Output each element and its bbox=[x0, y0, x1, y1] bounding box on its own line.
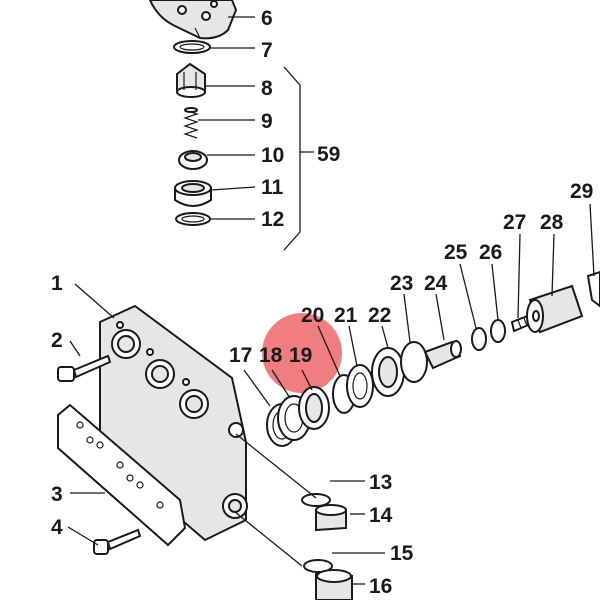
label-16: 16 bbox=[369, 575, 392, 598]
label-8: 8 bbox=[261, 77, 273, 100]
piston-sleeve-part-28 bbox=[526, 284, 584, 334]
o-ring-part-15 bbox=[303, 559, 333, 573]
label-21: 21 bbox=[334, 304, 358, 327]
gasket-plate-part-3 bbox=[57, 403, 187, 547]
bolt-part-2 bbox=[57, 354, 112, 382]
label-7: 7 bbox=[261, 39, 273, 62]
label-19: 19 bbox=[289, 344, 312, 367]
label-15: 15 bbox=[390, 542, 414, 565]
label-2: 2 bbox=[51, 329, 63, 352]
bracket-59 bbox=[283, 66, 314, 251]
label-3: 3 bbox=[51, 483, 63, 506]
label-22: 22 bbox=[368, 304, 391, 327]
seal-ring-part-21 bbox=[346, 364, 374, 408]
o-ring-part-12 bbox=[175, 212, 211, 226]
label-13: 13 bbox=[369, 471, 392, 494]
label-28: 28 bbox=[540, 211, 564, 234]
label-10: 10 bbox=[261, 144, 284, 167]
label-14: 14 bbox=[369, 504, 393, 527]
label-12: 12 bbox=[261, 208, 284, 231]
plug-part-16 bbox=[315, 569, 353, 600]
valve-seat-part-11 bbox=[174, 180, 212, 207]
part-29-edge bbox=[586, 270, 600, 308]
o-ring-part-26 bbox=[490, 319, 506, 343]
label-25: 25 bbox=[444, 241, 468, 264]
seal-ring-part-19 bbox=[298, 386, 330, 430]
valve-housing-part-6 bbox=[148, 0, 238, 40]
piston-part-24 bbox=[423, 340, 462, 370]
label-11: 11 bbox=[261, 176, 284, 199]
label-17: 17 bbox=[229, 344, 252, 367]
label-24: 24 bbox=[424, 272, 448, 295]
label-9: 9 bbox=[261, 110, 273, 133]
valve-cage-part-8 bbox=[176, 62, 206, 98]
o-ring-part-7 bbox=[173, 40, 211, 54]
seal-housing-part-22 bbox=[371, 347, 405, 397]
highlight-marker bbox=[262, 313, 342, 393]
label-18: 18 bbox=[259, 344, 283, 367]
label-26: 26 bbox=[479, 241, 502, 264]
spring-part-9 bbox=[183, 107, 199, 139]
label-29: 29 bbox=[570, 180, 593, 203]
label-6: 6 bbox=[261, 7, 273, 30]
bolt-part-4 bbox=[93, 528, 142, 555]
manifold-body-part-1 bbox=[99, 304, 248, 542]
label-4: 4 bbox=[51, 516, 63, 539]
seal-ring-part-23 bbox=[400, 341, 428, 383]
o-ring-part-13 bbox=[301, 493, 331, 507]
label-27: 27 bbox=[503, 211, 526, 234]
label-1: 1 bbox=[51, 272, 63, 295]
label-20: 20 bbox=[301, 304, 324, 327]
label-23: 23 bbox=[390, 272, 413, 295]
label-59: 59 bbox=[317, 143, 340, 166]
o-ring-part-25 bbox=[471, 327, 487, 351]
valve-plate-part-10 bbox=[178, 150, 208, 170]
plug-part-14 bbox=[315, 504, 347, 532]
